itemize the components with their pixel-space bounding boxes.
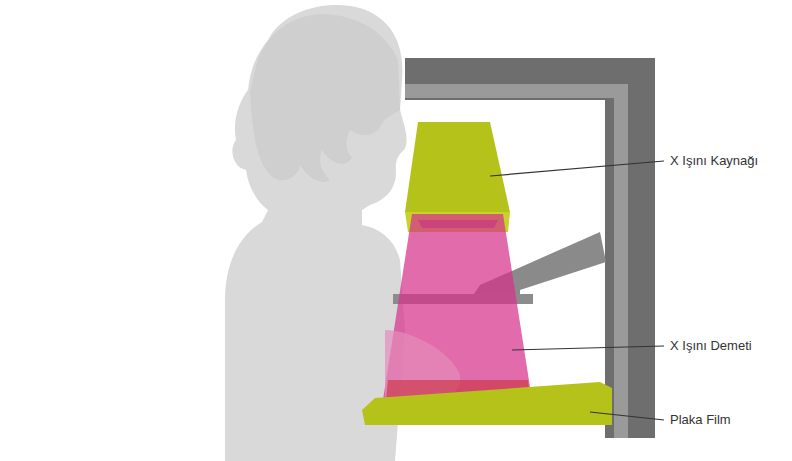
part-label: X Işını Demeti bbox=[670, 338, 752, 354]
xray-beam bbox=[383, 214, 532, 400]
part-label: X Işını Kaynağı bbox=[670, 153, 758, 169]
part-label: Plaka Film bbox=[670, 412, 731, 428]
plate-film bbox=[362, 382, 612, 425]
leader-lines bbox=[490, 161, 664, 420]
patient-silhouette bbox=[225, 5, 407, 461]
